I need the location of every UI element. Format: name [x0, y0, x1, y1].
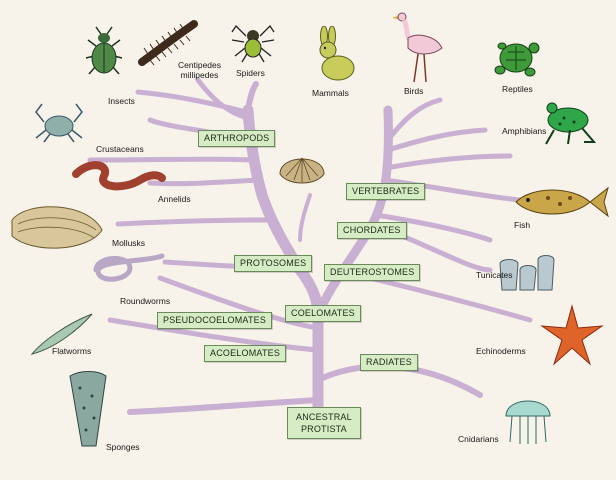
label-birds: Birds — [404, 86, 424, 96]
label-fish: Fish — [514, 220, 531, 230]
group-ancestral-protista: ANCESTRAL PROTISTA — [287, 407, 361, 439]
crab-icon — [35, 103, 83, 143]
group-deuterostomes: DEUTEROSTOMES — [324, 264, 421, 281]
sponge-icon — [69, 371, 107, 447]
label-centipedes: Centipedes — [178, 60, 222, 70]
mollusk-shell-icon — [11, 206, 103, 249]
label-cnidarians: Cnidarians — [458, 434, 499, 444]
clam-shell-icon — [279, 157, 325, 184]
label-tunicates: Tunicates — [476, 270, 513, 280]
centipede-icon — [138, 20, 198, 66]
label-amphibians: Amphibians — [502, 126, 547, 136]
group-acoelomates: ACOELOMATES — [204, 345, 287, 362]
label-reptiles: Reptiles — [502, 84, 533, 94]
group-protosomes: PROTOSOMES — [234, 255, 313, 272]
jellyfish-icon — [505, 400, 551, 444]
roundworm-icon — [93, 253, 165, 282]
label-annelids: Annelids — [158, 194, 191, 204]
frog-icon — [545, 102, 597, 145]
label-millipedes: millipedes — [180, 70, 219, 80]
starfish-icon — [540, 304, 604, 366]
turtle-icon — [494, 42, 540, 77]
bird-icon — [392, 12, 443, 83]
group-radiates: RADIATES — [360, 354, 418, 371]
label-mollusks: Mollusks — [112, 238, 146, 248]
rabbit-icon — [319, 26, 355, 81]
label-sponges: Sponges — [106, 442, 140, 452]
spider-icon — [231, 24, 275, 63]
group-chordates: CHORDATES — [337, 222, 407, 239]
label-crustaceans: Crustaceans — [96, 144, 144, 154]
beetle-icon — [85, 26, 123, 75]
label-insects: Insects — [108, 96, 135, 106]
label-centipedes-millipedes: Centipedes millipedes — [178, 60, 221, 80]
label-roundworms: Roundworms — [120, 296, 171, 306]
flatworm-icon — [30, 313, 93, 355]
label-spiders: Spiders — [236, 68, 265, 78]
ancestral-label-line1: ANCESTRAL — [296, 412, 352, 422]
label-flatworms: Flatworms — [52, 346, 92, 356]
group-arthropods: ARTHROPODS — [198, 130, 276, 147]
group-vertebrates: VERTEBRATES — [346, 183, 426, 200]
group-coelomates: COELOMATES — [285, 305, 361, 322]
earthworm-icon — [72, 161, 166, 191]
label-echinoderms: Echinoderms — [476, 346, 526, 356]
fish-icon — [515, 186, 609, 218]
tunicate-icon — [499, 255, 555, 291]
label-mammals: Mammals — [312, 88, 349, 98]
group-pseudocoelomates: PSEUDOCOELOMATES — [157, 312, 273, 329]
ancestral-label-line2: PROTISTA — [300, 424, 347, 434]
